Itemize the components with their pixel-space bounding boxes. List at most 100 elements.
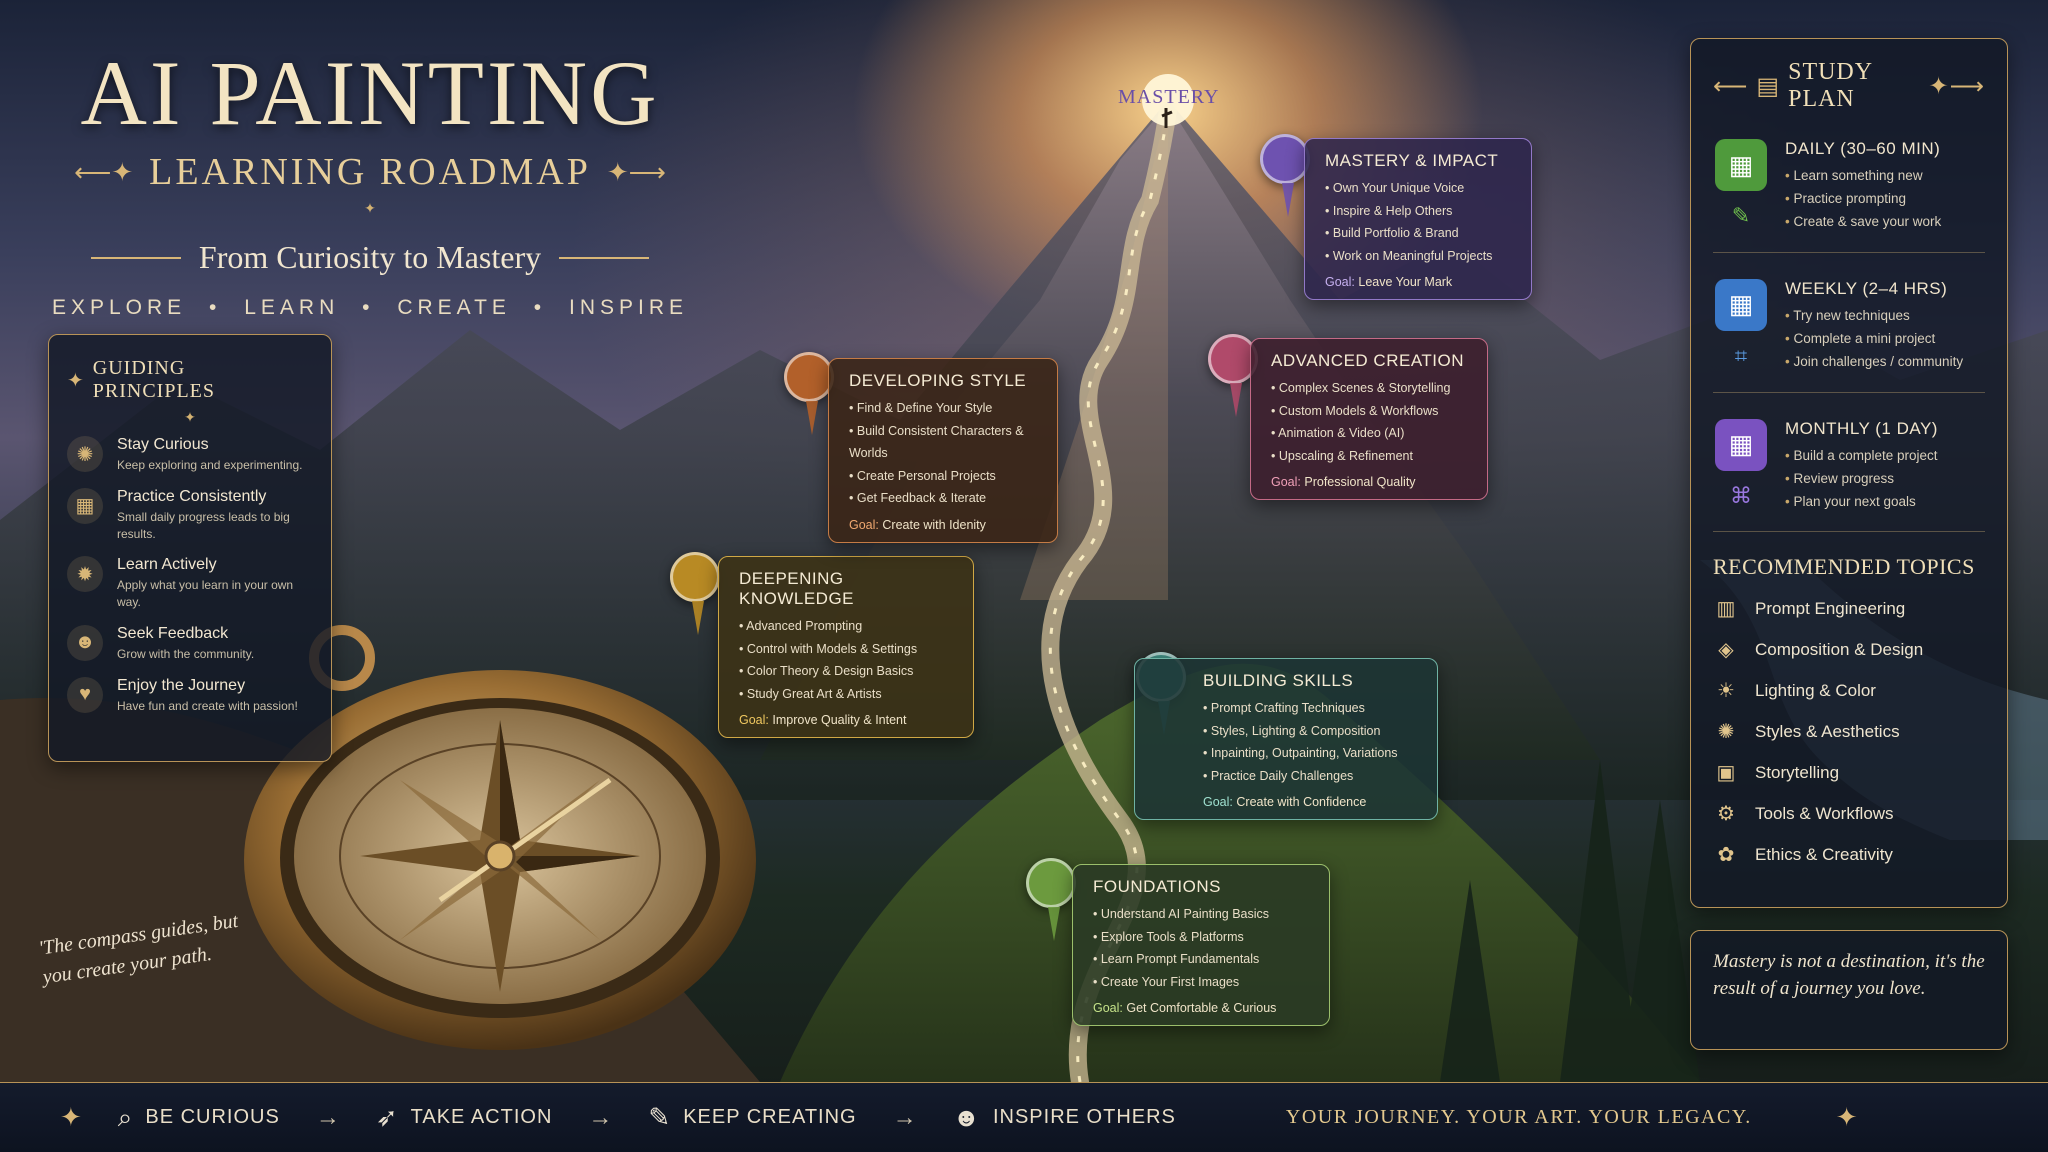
topic-item: ▣ Storytelling <box>1713 760 1985 785</box>
stage-card-foundations: FOUNDATIONS Understand AI Painting Basic… <box>1072 864 1330 1026</box>
divider <box>1713 251 1985 253</box>
stage-title: MASTERY & IMPACT <box>1325 151 1499 170</box>
lightbulb-icon: ✹ <box>67 556 103 593</box>
stage-goal: Goal: Get Comfortable & Curious <box>1093 1001 1313 1015</box>
title-block: AI PAINTING ⟵✦ LEARNING ROADMAP ✦⟶ ✦ Fro… <box>40 40 700 320</box>
stage-list: Prompt Crafting Techniques Styles, Light… <box>1203 697 1421 787</box>
compass-illustration <box>244 625 756 1050</box>
plan-item: Try new techniques <box>1785 305 1963 328</box>
plan-icons: ▦ ⌗ <box>1713 278 1769 374</box>
principle-title: Seek Feedback <box>117 624 229 642</box>
stage-list: Complex Scenes & Storytelling Custom Mod… <box>1271 377 1471 467</box>
plan-item: Complete a mini project <box>1785 328 1963 351</box>
stage-list: Understand AI Painting Basics Explore To… <box>1093 903 1313 993</box>
divider <box>1713 391 1985 393</box>
topic-label: Styles & Aesthetics <box>1755 721 1900 741</box>
topic-label: Storytelling <box>1755 762 1840 782</box>
principles-heading-row: ✦ GUIDING PRINCIPLES <box>67 357 313 403</box>
topics-heading: RECOMMENDED TOPICS <box>1713 554 1975 580</box>
star-icon: ✦ <box>60 1102 82 1132</box>
arrow-right-icon: → <box>892 1103 917 1131</box>
stage-item: Get Feedback & Iterate <box>849 487 1041 510</box>
goal-text: Improve Quality & Intent <box>772 713 907 727</box>
book-open-icon: ✎ <box>1731 203 1751 228</box>
stage-item: Build Portfolio & Brand <box>1325 222 1515 245</box>
principle-title: Practice Consistently <box>117 487 267 505</box>
goal-label: Goal: <box>849 517 879 532</box>
stage-item: Explore Tools & Platforms <box>1093 926 1313 949</box>
principles-heading: GUIDING PRINCIPLES <box>92 357 216 402</box>
scroll-icon: ▣ <box>1716 762 1736 785</box>
stage-item: Find & Define Your Style <box>849 397 1041 420</box>
footer-bar: ✦ ⌕ BE CURIOUS → ➶ TAKE ACTION → ✎ KEEP … <box>0 1082 2048 1152</box>
principles-divider-icon: ✦ <box>184 409 196 425</box>
topic-label: Composition & Design <box>1755 639 1924 659</box>
plan-item: Review progress <box>1785 468 1938 491</box>
plan-item: Build a complete project <box>1785 445 1938 468</box>
compass-icon: ◈ <box>1718 639 1734 662</box>
footer-tagline: YOUR JOURNEY. YOUR ART. YOUR LEGACY. <box>1285 1106 1752 1128</box>
topic-item: ✺Styles & Aesthetics <box>1713 719 1985 744</box>
page-title: AI PAINTING <box>80 42 660 144</box>
tagline-line-left <box>90 256 181 259</box>
stage-item: Build Consistent Characters & Worlds <box>849 420 1041 465</box>
plan-item: Plan your next goals <box>1785 491 1938 514</box>
plan-monthly: ▦ ⌘ MONTHLY (1 DAY) Build a complete pro… <box>1713 418 1985 514</box>
quote-text: Mastery is not a destination, it's the r… <box>1713 951 1985 999</box>
workflow-icon: ⌘ <box>1730 482 1752 508</box>
stage-item: Own Your Unique Voice <box>1325 177 1515 200</box>
heart-icon: ♥ <box>67 676 103 713</box>
stage-title: FOUNDATIONS <box>1093 877 1221 896</box>
stage-item: Prompt Crafting Techniques <box>1203 697 1421 720</box>
sparkle-icon: ✺ <box>67 436 103 472</box>
stage-goal: Goal: Create with Confidence <box>1203 795 1421 809</box>
goal-label: Goal: <box>1325 275 1355 289</box>
keyword-separator: • <box>209 296 222 319</box>
monthly-calendar-icon: ▦ <box>1715 418 1767 471</box>
principle-desc: Small daily progress leads to big result… <box>117 509 290 541</box>
goal-label: Goal: <box>1093 1001 1123 1015</box>
stage-item: Upscaling & Refinement <box>1271 445 1471 468</box>
study-plan-heading-row: ⟵ ▤ STUDY PLAN ✦⟶ <box>1713 59 1985 113</box>
footer-item: ➶ TAKE ACTION <box>376 1102 553 1133</box>
calendar-icon: ▦ <box>67 487 103 524</box>
arrow-right-icon: → <box>315 1103 340 1131</box>
principle-desc: Keep exploring and experimenting. <box>117 458 303 472</box>
weekly-calendar-icon: ▦ <box>1715 278 1767 331</box>
daily-calendar-icon: ▦ <box>1715 139 1767 191</box>
keyword-separator: • <box>533 296 547 319</box>
search-icon: ⌕ <box>117 1101 134 1132</box>
stage-item: Create Personal Projects <box>849 465 1041 488</box>
footer-label: KEEP CREATING <box>683 1106 857 1128</box>
plan-item: Practice prompting <box>1785 188 1941 211</box>
principle-item: ☻ Seek Feedback Grow with the community. <box>67 624 313 663</box>
arrow-right-icon: → <box>588 1103 613 1131</box>
mastery-label: MASTERY <box>1118 86 1220 108</box>
goal-label: Goal: <box>1203 795 1233 809</box>
stage-title: BUILDING SKILLS <box>1203 671 1354 690</box>
stage-goal: Goal: Create with Idenity <box>849 518 1041 532</box>
stage-title: DEEPENING KNOWLEDGE <box>739 569 855 608</box>
goal-label: Goal: <box>739 713 769 727</box>
stage-card-mastery-impact: MASTERY & IMPACT Own Your Unique Voice I… <box>1304 138 1532 300</box>
plan-title: WEEKLY (2–4 HRS) <box>1785 278 1948 298</box>
plan-list: Try new techniques Complete a mini proje… <box>1785 305 1963 374</box>
keyword: LEARN <box>244 296 340 319</box>
stage-goal: Goal: Improve Quality & Intent <box>739 713 957 727</box>
principle-desc: Have fun and create with passion! <box>117 698 298 713</box>
sun-icon: ☀ <box>1717 680 1735 703</box>
ornament-left-icon: ⟵ <box>1713 73 1749 100</box>
stage-item: Work on Meaningful Projects <box>1325 245 1515 268</box>
stage-item: Inpainting, Outpainting, Variations <box>1203 742 1421 765</box>
plan-list: Build a complete project Review progress… <box>1785 445 1938 514</box>
topic-label: Lighting & Color <box>1755 680 1876 700</box>
stage-item: Control with Models & Settings <box>739 638 957 661</box>
stage-card-advanced-creation: ADVANCED CREATION Complex Scenes & Story… <box>1250 338 1488 500</box>
tagline: From Curiosity to Mastery <box>198 239 542 275</box>
stage-goal: Goal: Professional Quality <box>1271 475 1471 489</box>
book-icon: ▤ <box>1756 73 1781 100</box>
plan-item: Learn something new <box>1785 165 1941 188</box>
guiding-principles-panel: ✦ GUIDING PRINCIPLES ✦ ✺ Stay Curious Ke… <box>48 334 332 762</box>
plan-title: DAILY (30–60 MIN) <box>1785 139 1941 158</box>
